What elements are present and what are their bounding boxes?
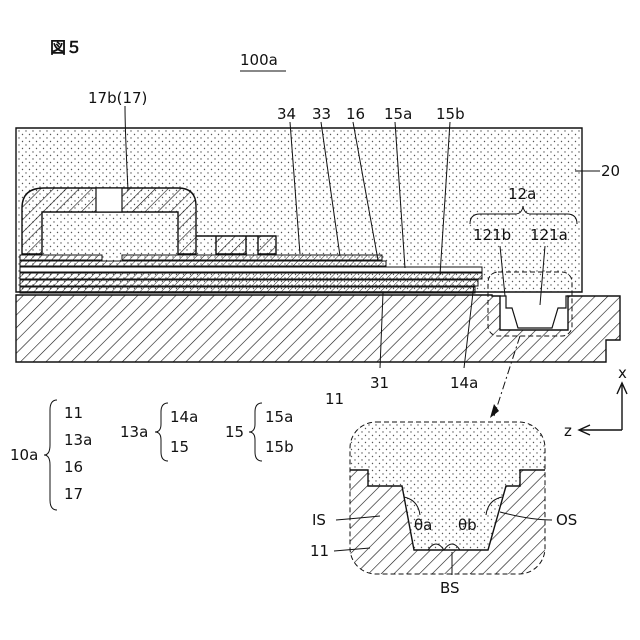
inset-label-theta-b: θb <box>458 516 477 534</box>
label-121a: 121a <box>530 226 568 244</box>
inset-label-BS: BS <box>440 579 460 597</box>
layer-15b <box>20 273 482 279</box>
layer-33-left <box>20 255 102 260</box>
label-14a: 14a <box>450 374 478 392</box>
inset-label-OS: OS <box>556 511 577 529</box>
legend-10a-item: 13a <box>64 431 92 449</box>
legend-13a-name: 13a <box>120 423 148 441</box>
label-11: 11 <box>325 390 344 408</box>
inset-detail <box>340 422 560 590</box>
label-121b: 121b <box>473 226 511 244</box>
layer-31 <box>20 287 475 293</box>
label-16: 16 <box>346 105 365 123</box>
inset-label-theta-a: θa <box>414 516 432 534</box>
axis-z-label: z <box>564 422 572 440</box>
figure-number: 100a <box>240 51 278 69</box>
label-15b: 15b <box>436 105 465 123</box>
inset-label-11: 11 <box>310 542 329 560</box>
legend-15-item: 15a <box>265 408 293 426</box>
label-12a: 12a <box>508 185 536 203</box>
layer-33 <box>122 255 382 260</box>
axis-x-label: x <box>618 364 627 382</box>
label-34: 34 <box>277 105 296 123</box>
label-20: 20 <box>601 162 620 180</box>
legend-10a-brace <box>44 400 57 510</box>
label-31: 31 <box>370 374 389 392</box>
legend-15-item: 15b <box>265 438 294 456</box>
layer-15a <box>20 267 482 272</box>
legend-15-brace <box>249 403 262 461</box>
figure-label: 図５ <box>50 38 82 57</box>
legend-15-name: 15 <box>225 423 244 441</box>
label-17b: 17b(17) <box>88 89 147 107</box>
label-33: 33 <box>312 105 331 123</box>
electrode-17b-gap <box>96 188 122 212</box>
legend-13a-item: 14a <box>170 408 198 426</box>
layer-16 <box>20 261 386 266</box>
legend-13a-item: 15 <box>170 438 189 456</box>
legend-10a-item: 11 <box>64 404 83 422</box>
legend-10a-name: 10a <box>10 446 38 464</box>
legend-13a-brace <box>155 403 168 461</box>
legend-10a-item: 16 <box>64 458 83 476</box>
inset-label-IS: IS <box>312 511 326 529</box>
layer-14a <box>20 280 478 286</box>
legend-10a-item: 17 <box>64 485 83 503</box>
groove-12a <box>500 296 568 328</box>
label-15a: 15a <box>384 105 412 123</box>
